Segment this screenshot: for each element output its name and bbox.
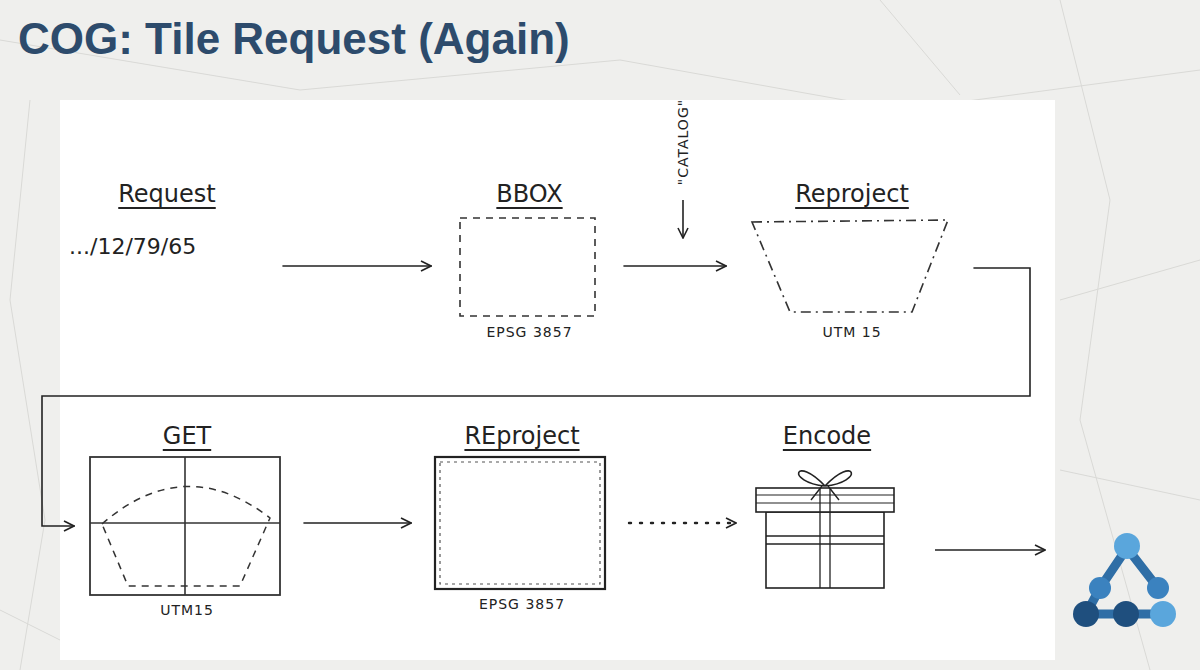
bbox-step: BBOX EPSG 3857	[445, 178, 614, 340]
flow-arrow	[304, 522, 411, 524]
get-step: GET UTM15	[80, 420, 294, 618]
step-heading: REproject	[425, 420, 619, 452]
company-logo	[1073, 533, 1176, 627]
step-outline	[750, 452, 900, 594]
catalog-arrow	[682, 200, 684, 238]
step-heading: Encode	[750, 420, 904, 452]
flow-arrow	[624, 265, 726, 267]
step-outline	[445, 210, 610, 322]
step-heading: GET	[80, 420, 294, 452]
slide-title: COG: Tile Request (Again)	[18, 14, 570, 64]
step-caption: UTM 15	[740, 324, 964, 340]
callout-label: "CATALOG"	[675, 99, 691, 185]
sketch-panel	[60, 100, 1055, 660]
encode-step: Encode	[750, 420, 904, 594]
request-step: Request .../12/79/65	[65, 178, 269, 259]
flow-arrow	[283, 265, 431, 267]
step-caption: .../12/79/65	[65, 234, 269, 259]
step-caption: UTM15	[80, 602, 294, 618]
flow-arrow	[42, 268, 1030, 526]
flow-arrow	[629, 522, 736, 524]
step-heading: BBOX	[445, 178, 614, 210]
reproject-step: REprojectEPSG 3857	[425, 420, 619, 612]
step-outline	[740, 210, 960, 322]
step-outline	[80, 452, 290, 600]
step-heading: Reproject	[740, 178, 964, 210]
step-caption: EPSG 3857	[445, 324, 614, 340]
step-outline	[425, 452, 615, 594]
step-heading: Request	[65, 178, 269, 210]
output-arrow	[935, 549, 1045, 551]
reproject-step: ReprojectUTM 15	[740, 178, 964, 340]
step-caption: EPSG 3857	[425, 596, 619, 612]
